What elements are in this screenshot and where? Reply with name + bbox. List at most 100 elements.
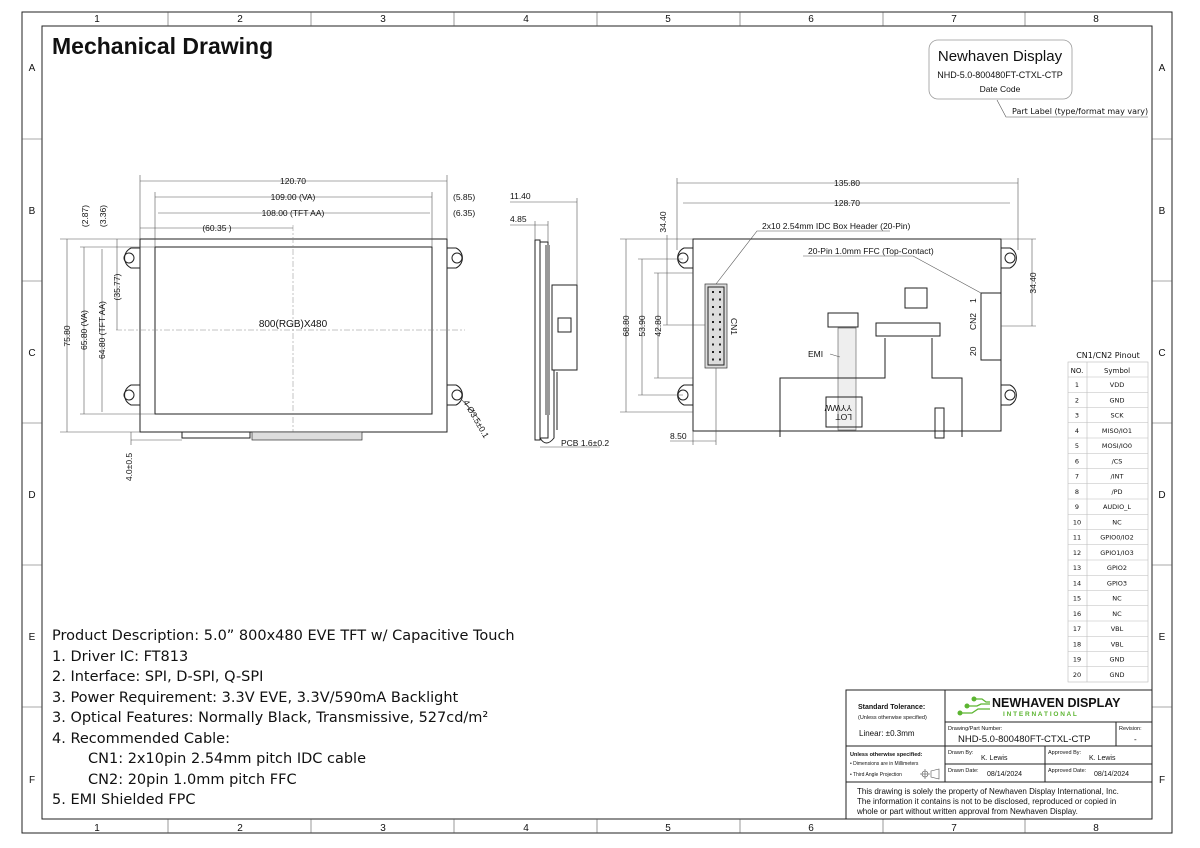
pin-symbol: GPIO2 [1107, 564, 1127, 572]
pin-symbol: MOSI/IO0 [1102, 442, 1132, 450]
cn2-callout: 20-Pin 1.0mm FFC (Top-Contact) [808, 246, 934, 256]
pin-symbol: VDD [1110, 381, 1124, 389]
yyww-label: YYWW [825, 403, 852, 413]
pin-symbol: NC [1112, 595, 1122, 603]
unless-dimensions: • Dimensions are in Millimeters [850, 761, 919, 767]
description-line: 4. Recommended Cable: [52, 731, 230, 747]
pin-number: 12 [1073, 549, 1081, 557]
pin-number: 9 [1075, 503, 1079, 511]
pinout-row: 7/INT [1068, 468, 1148, 481]
part-number-value: NHD-5.0-800480FT-CTXL-CTP [958, 734, 1091, 745]
product-description: Product Description: 5.0” 800x480 EVE TF… [52, 628, 515, 808]
description-line: 5. EMI Shielded FPC [52, 792, 196, 808]
description-line: 3. Optical Features: Normally Black, Tra… [52, 710, 488, 726]
cn1-pin [719, 343, 721, 346]
zone-row-label: A [1159, 63, 1166, 74]
cn1-pin [719, 291, 721, 293]
description-line: Product Description: 5.0” 800x480 EVE TF… [52, 628, 515, 644]
cn1-pin [712, 328, 714, 331]
dim-width: 120.70 [280, 176, 306, 186]
cn1-pin [712, 343, 714, 346]
cn1-pin [712, 298, 714, 301]
pin-number: 2 [1075, 396, 1079, 404]
pin-symbol: /INT [1111, 473, 1124, 481]
dim-center-y: (35.77) [112, 273, 122, 300]
dim-pcb-height: 42.80 [653, 315, 663, 337]
tolerance-title: Standard Tolerance: [858, 704, 925, 711]
zone-column-label: 7 [951, 14, 957, 25]
part-number-label: Drawing/Part Number: [948, 726, 1003, 732]
pin-number: 16 [1073, 610, 1081, 618]
cn1-pin [719, 321, 721, 323]
pinout-row: 6/CS [1068, 452, 1148, 465]
cn1-pin [719, 328, 721, 331]
cn1-pin [712, 336, 714, 338]
zone-column-label: 2 [237, 14, 243, 25]
pinout-title: CN1/CN2 Pinout [1076, 351, 1140, 360]
pinout-row: 13 GPIO2 [1068, 559, 1148, 572]
zone-row-label: E [29, 632, 36, 643]
disclaimer-line: The information it contains is not to be… [857, 797, 1116, 806]
pin-symbol: GND [1110, 656, 1125, 664]
zone-row-label: C [28, 348, 35, 359]
dim-hole-pitch-y: 53.90 [637, 315, 647, 337]
zone-column-label: 4 [523, 823, 529, 834]
drawn-by-label: Drawn By: [948, 750, 974, 756]
description-line: 1. Driver IC: FT813 [52, 649, 188, 665]
pin-number: 1 [1075, 381, 1079, 389]
cn1-pin [712, 321, 714, 323]
cn2-label: CN2 [968, 313, 978, 330]
cn1-pin [712, 358, 714, 361]
dim-hole: 4-Ø3.5±0.1 [461, 398, 491, 440]
description-line: 2. Interface: SPI, D-SPI, Q-SPI [52, 669, 263, 685]
zone-column-label: 2 [237, 823, 243, 834]
tolerance-sub: (Unless otherwise specified) [858, 715, 927, 721]
dim-connector-depth: 4.0±0.5 [124, 453, 134, 482]
dim-hole-pitch: 128.70 [834, 198, 860, 208]
dim-aa-top: (3.36) [98, 205, 108, 227]
dim-aa-width: 108.00 (TFT AA) [262, 208, 325, 218]
pin-number: 13 [1073, 564, 1081, 572]
zone-column-label: 7 [951, 823, 957, 834]
cn1-pin [719, 306, 721, 308]
tolerance-linear: Linear: ±0.3mm [859, 729, 915, 738]
description-line: CN1: 2x10pin 2.54mm pitch IDC cable [88, 751, 366, 767]
drawing-title: Mechanical Drawing [52, 33, 273, 59]
pin-symbol: MISO/IO1 [1102, 427, 1132, 435]
zone-column-label: 6 [808, 14, 814, 25]
pin-number: 18 [1073, 640, 1081, 648]
pin-number: 10 [1073, 518, 1081, 526]
rear-view: YYWW LOT CN1 CN2 1 20 EMI 2x10 2.54mm ID… [620, 178, 1038, 445]
pin-symbol: GPIO3 [1107, 579, 1127, 587]
emi-label: EMI [808, 349, 823, 359]
dim-va-offset: (5.85) [453, 192, 475, 202]
cn1-pin [712, 306, 714, 308]
front-view: 800(RGB)X480 120.70 109.00 (VA) 108.00 (… [60, 175, 491, 481]
dim-va-top: (2.87) [80, 205, 90, 227]
dim-cn2-offset-y: 34.40 [1028, 272, 1038, 294]
dim-aa-offset: (6.35) [453, 208, 475, 218]
approved-by-value: K. Lewis [1089, 755, 1116, 762]
zone-row-label: D [1158, 490, 1165, 501]
approved-by-label: Approved By: [1048, 750, 1081, 756]
zone-column-label: 3 [380, 14, 386, 25]
dim-cn1-offset-y: 34.40 [658, 211, 668, 233]
part-label-note: Part Label (type/format may vary) [1012, 107, 1148, 116]
dim-height: 75.80 [62, 325, 72, 347]
lot-label: LOT [835, 412, 852, 422]
zone-row-label: F [1159, 775, 1165, 786]
zone-column-label: 3 [380, 823, 386, 834]
resolution-label: 800(RGB)X480 [259, 319, 328, 330]
pin-number: 20 [1073, 671, 1081, 679]
